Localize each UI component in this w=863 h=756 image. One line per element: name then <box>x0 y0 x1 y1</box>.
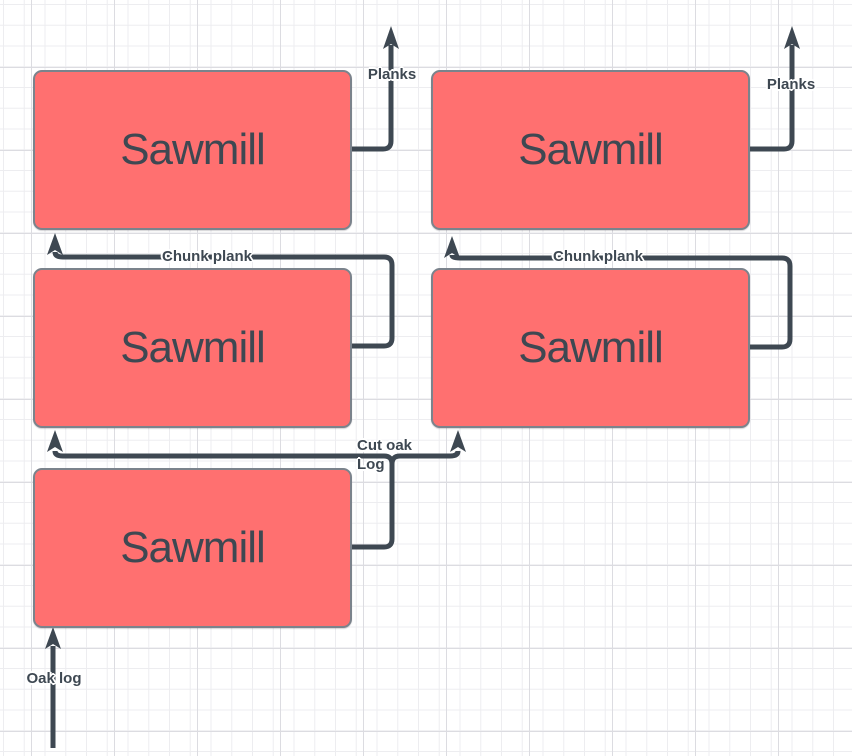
edge-cut-oak-log-left[interactable] <box>52 450 395 550</box>
arrowhead-up-icon <box>47 233 63 255</box>
node-sawmill-bottom-left[interactable]: Sawmill <box>33 468 352 628</box>
node-label: Sawmill <box>120 323 266 372</box>
arrowhead-up-icon <box>444 236 460 258</box>
edge-label-planks-left[interactable]: Planks <box>367 66 417 83</box>
edge-label-planks-right[interactable]: Planks <box>766 76 816 93</box>
node-label: Sawmill <box>518 125 664 174</box>
node-label: Sawmill <box>120 125 266 174</box>
node-sawmill-middle-left[interactable]: Sawmill <box>33 268 352 428</box>
node-sawmill-top-left[interactable]: Sawmill <box>33 70 352 230</box>
edge-label-chunk-plank-left[interactable]: Chunk plank <box>161 248 253 265</box>
edge-planks-right[interactable] <box>750 45 795 152</box>
edge-label-chunk-plank-right[interactable]: Chunk plank <box>552 248 644 265</box>
arrowhead-up-icon <box>45 627 61 649</box>
node-label: Sawmill <box>518 323 664 372</box>
edge-chunk-plank-left[interactable] <box>52 251 395 349</box>
edge-cut-oak-log-right[interactable] <box>389 450 461 520</box>
edge-label-cut-oak-log[interactable]: Cut oak Log <box>357 437 413 473</box>
edge-label-oak-log[interactable]: Oak log <box>26 670 82 687</box>
arrowhead-up-icon <box>450 430 466 452</box>
arrowhead-up-icon <box>47 430 63 452</box>
canvas-right-margin <box>852 0 863 756</box>
node-sawmill-middle-right[interactable]: Sawmill <box>431 268 750 428</box>
edge-planks-left[interactable] <box>352 45 394 152</box>
node-sawmill-top-right[interactable]: Sawmill <box>431 70 750 230</box>
node-label: Sawmill <box>120 523 266 572</box>
